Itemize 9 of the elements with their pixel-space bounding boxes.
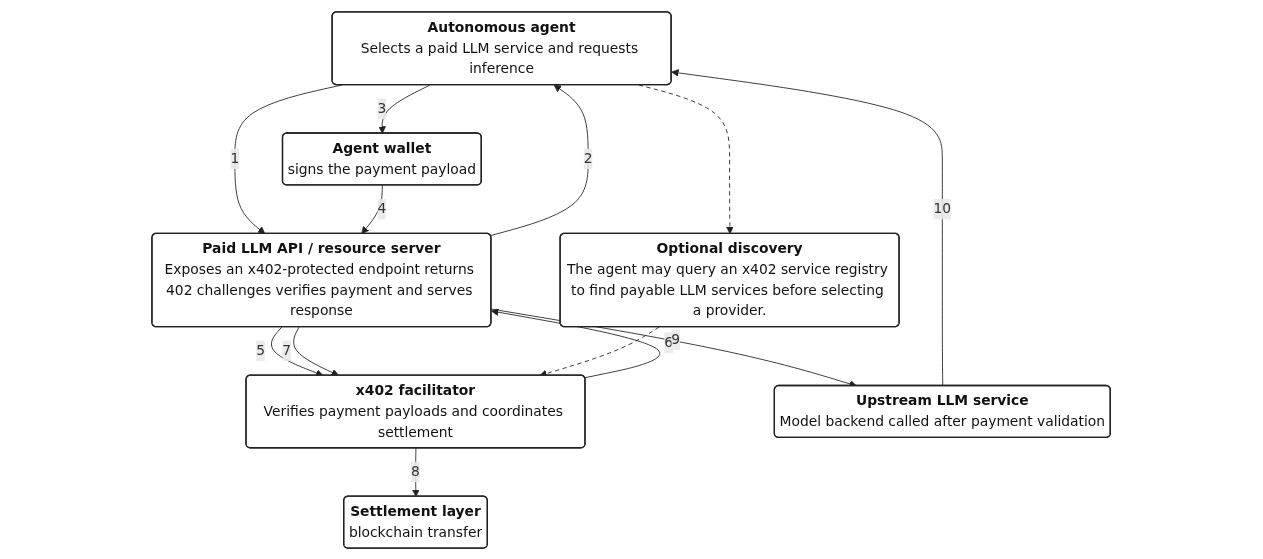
edge-label: 9 <box>671 330 681 348</box>
edge-label: 1 <box>230 149 240 167</box>
edge-label: 5 <box>256 341 266 359</box>
edge-label: 4 <box>377 199 387 217</box>
edge-label: 3 <box>377 99 387 117</box>
edge-label: 8 <box>411 462 421 480</box>
edge-label: 7 <box>282 341 292 359</box>
edge-label: 10 <box>933 199 952 217</box>
edge-label: 2 <box>584 149 593 167</box>
